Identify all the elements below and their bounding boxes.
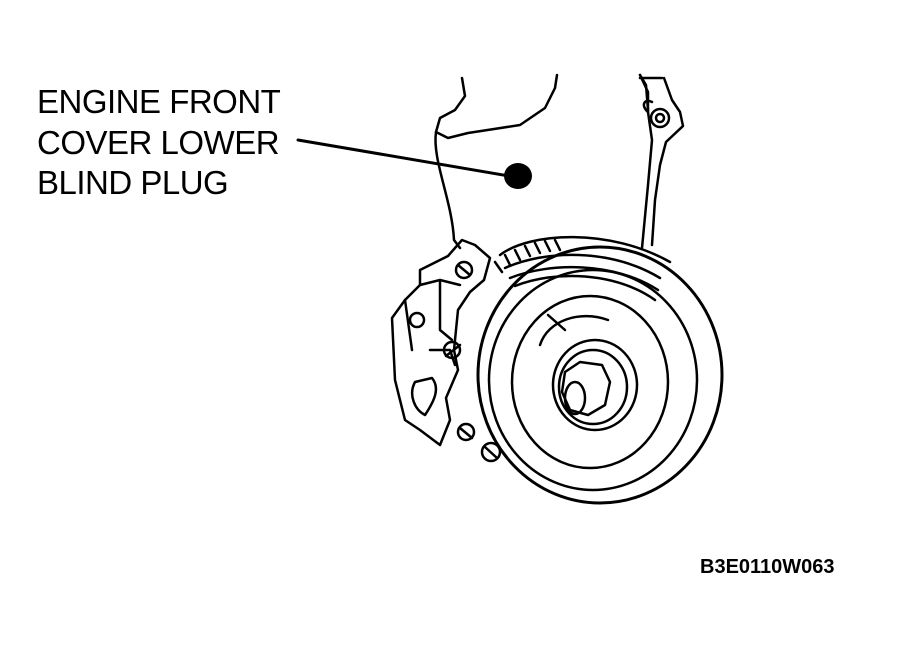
crankshaft-pulley	[476, 235, 724, 505]
figure-code: B3E0110W063	[700, 556, 835, 578]
bracket	[390, 238, 502, 463]
leader-line	[296, 138, 517, 179]
blind-plug-marker	[504, 163, 532, 189]
callout-line-3: BLIND PLUG	[37, 164, 229, 201]
timing-cover	[434, 73, 685, 250]
callout-line-1: ENGINE FRONT	[37, 83, 281, 120]
callout-line-2: COVER LOWER	[37, 124, 280, 161]
